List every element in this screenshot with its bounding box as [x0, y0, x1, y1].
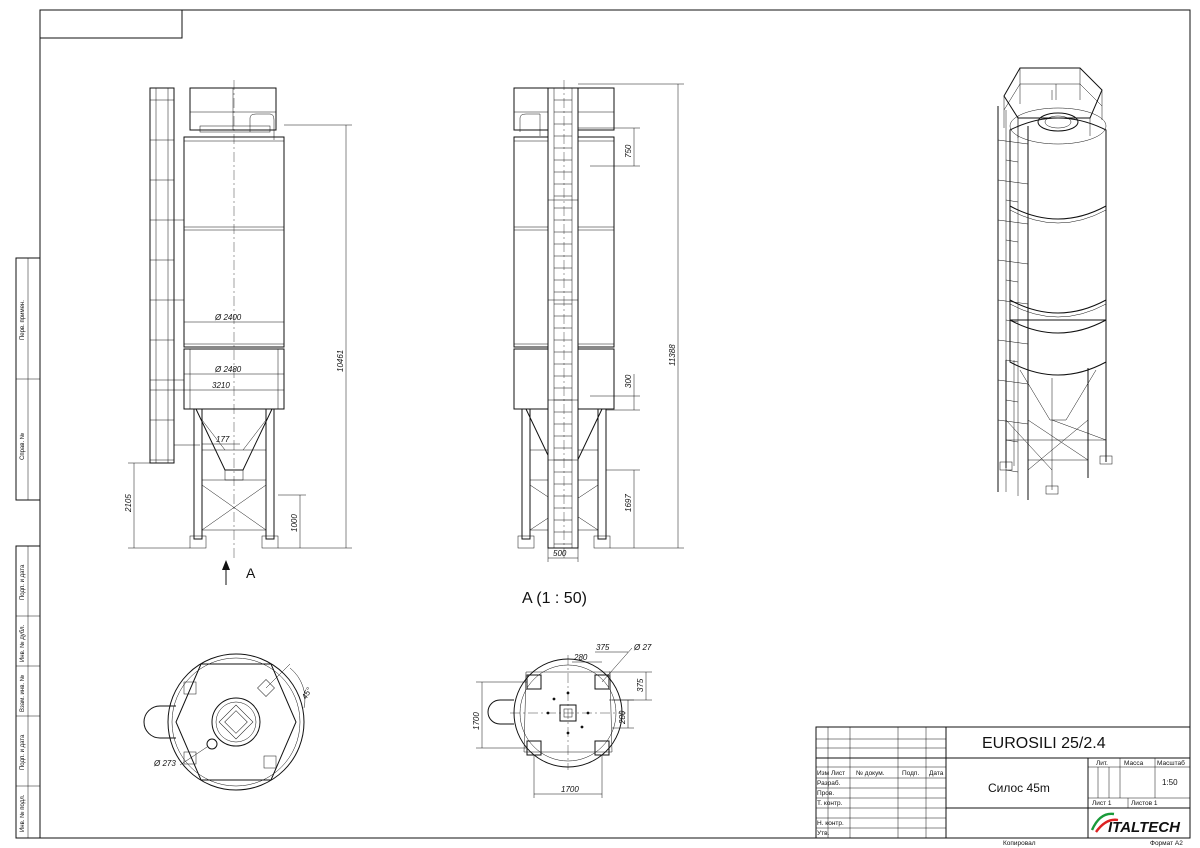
dim-side-500: 500: [553, 549, 567, 558]
copied-label: Копировал: [1003, 840, 1036, 847]
tb-col-docno: № докум.: [856, 770, 885, 777]
format-label: Формат A2: [1150, 840, 1183, 847]
side-stamps: Перв. примен. Справ. № Подп. и дата Инв.…: [19, 300, 26, 832]
drawing-subtitle: Силос 45m: [988, 781, 1050, 795]
stamp-first-use: Перв. примен.: [20, 300, 26, 340]
tb-row-norm-control: Н. контр.: [817, 820, 844, 827]
view-arrow-label: A: [246, 565, 256, 581]
dim-leg-span-h: 1700: [472, 712, 481, 730]
front-view: A Ø 2400 Ø 2480 3210 177 10461 2105 1000: [124, 80, 352, 585]
title-block: Изм Лист № докум. Подп. Дата Разраб. Про…: [815, 726, 1191, 839]
plan-view-left: Ø 273 45°: [143, 653, 314, 791]
tb-col-change: Изм: [817, 770, 830, 777]
stamp-sign-date-1: Подп. и дата: [20, 564, 26, 600]
dim-bolt-375-x: 375: [596, 643, 610, 652]
dim-leg-span-w: 1700: [561, 785, 579, 794]
tb-scale-label: Масштаб: [1157, 759, 1185, 767]
tb-row-tech-control: Т. контр.: [817, 800, 843, 807]
dim-angle-45: 45°: [300, 685, 314, 701]
tb-col-sign: Подп.: [902, 770, 919, 777]
tb-row-approved: Утв.: [817, 830, 830, 837]
dim-diam-2480: Ø 2480: [214, 365, 242, 374]
sheet-frame: [15, 9, 1191, 839]
dim-diam-2400: Ø 2400: [214, 313, 242, 322]
drawing-title: EUROSILI 25/2.4: [982, 735, 1106, 752]
tb-sheets-label: Листов 1: [1131, 800, 1158, 807]
dim-side-11388: 11388: [668, 344, 677, 366]
side-view: 750 11388 300 1697 500 A (1 : 50): [513, 80, 684, 607]
dim-side-1697: 1697: [624, 494, 633, 512]
italtech-logo: ITALTECH: [1090, 812, 1181, 836]
dim-offset-280-y: 280: [618, 710, 627, 725]
dim-height-10461: 10461: [336, 350, 345, 372]
tb-row-checked: Пров.: [817, 790, 834, 797]
view-a-title: A (1 : 50): [522, 590, 587, 607]
tb-mass-label: Масса: [1124, 760, 1144, 767]
tb-col-sheet: Лист: [831, 770, 845, 777]
tb-row-developed: Разраб.: [817, 779, 841, 787]
dim-width-3210: 3210: [212, 381, 230, 390]
company-name: ITALTECH: [1108, 819, 1181, 836]
stamp-reference: Справ. №: [19, 433, 26, 460]
tb-scale-value: 1:50: [1162, 778, 1178, 787]
tb-sheet-label: Лист 1: [1092, 800, 1112, 807]
stamp-dup-inv: Инв. № дубл.: [19, 625, 26, 662]
dim-side-750: 750: [624, 144, 633, 158]
stamp-repl-inv: Взам. инв. №: [19, 675, 26, 712]
dim-side-300: 300: [624, 374, 633, 388]
dim-offset-177: 177: [216, 435, 230, 444]
dim-bolt-375-y: 375: [636, 678, 645, 692]
plan-view-right: 375 280 Ø 27 375 280 1700 1700: [472, 643, 652, 798]
tb-lit-label: Лит.: [1096, 760, 1108, 767]
dim-ladder-2105: 2105: [124, 494, 133, 513]
dim-base-1000: 1000: [290, 514, 299, 532]
stamp-sign-date-2: Подп. и дата: [20, 734, 26, 770]
stamp-orig-inv: Инв. № подл.: [19, 794, 26, 832]
tb-col-date: Дата: [929, 770, 944, 777]
dim-bolt-diam-27: Ø 27: [633, 643, 652, 652]
dim-offset-280-x: 280: [573, 653, 588, 662]
isometric-view: [997, 67, 1113, 500]
dim-hole-273: Ø 273: [153, 759, 176, 768]
